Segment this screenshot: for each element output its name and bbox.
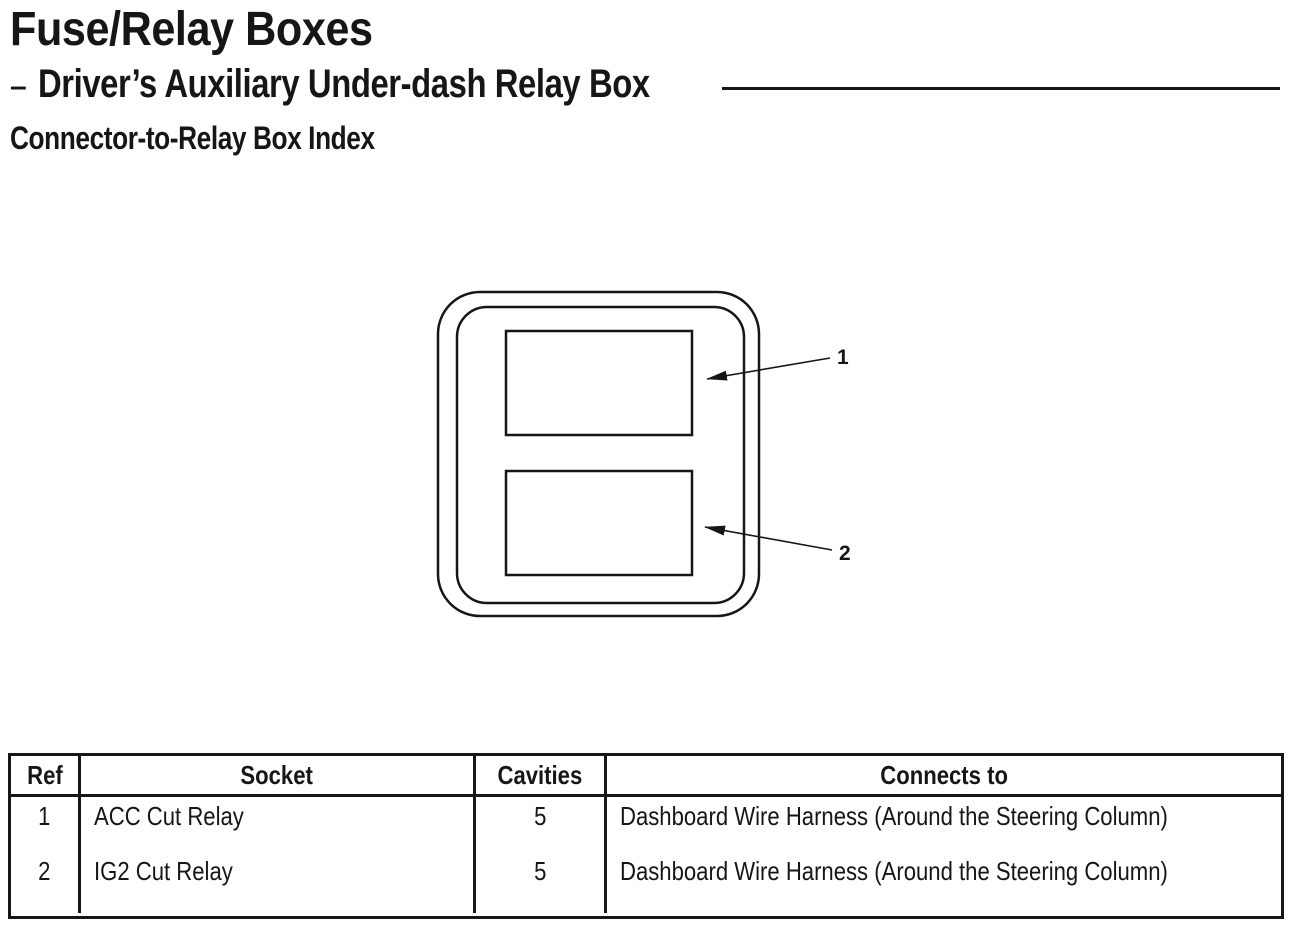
relay-socket-1 bbox=[504, 329, 694, 437]
callout-label-1: 1 bbox=[837, 346, 849, 369]
page-title: Fuse/Relay Boxes bbox=[10, 3, 373, 56]
section-subtitle: Driver’s Auxiliary Under-dash Relay Box bbox=[38, 62, 650, 106]
table-cell-socket: IG2 Cut Relay bbox=[94, 856, 233, 886]
table-cell-cavities: 5 bbox=[533, 856, 547, 886]
callout-label-2: 2 bbox=[839, 542, 851, 565]
table-column-connects-to: Dashboard Wire Harness (Around the Steer… bbox=[607, 797, 1281, 913]
table-cell-ref: 1 bbox=[38, 801, 51, 831]
table-cell-ref: 2 bbox=[38, 856, 51, 886]
subtitle-rule bbox=[722, 87, 1280, 90]
connector-index-table: Ref Socket Cavities Connects to 1 2 ACC … bbox=[8, 753, 1284, 919]
table-cell-connects-to: Dashboard Wire Harness (Around the Steer… bbox=[620, 801, 1168, 831]
callout-arrow-1 bbox=[706, 357, 831, 381]
table-header-ref: Ref bbox=[11, 756, 81, 794]
table-column-socket: ACC Cut Relay IG2 Cut Relay bbox=[81, 797, 476, 913]
table-cell-cavities: 5 bbox=[533, 801, 547, 831]
table-body: 1 2 ACC Cut Relay IG2 Cut Relay 5 5 Dash… bbox=[11, 797, 1281, 913]
section-heading: Connector-to-Relay Box Index bbox=[10, 120, 375, 156]
table-cell-socket: ACC Cut Relay bbox=[94, 801, 244, 831]
subtitle-dash: – bbox=[10, 70, 27, 103]
table-header-cavities: Cavities bbox=[476, 756, 607, 794]
table-header-row: Ref Socket Cavities Connects to bbox=[11, 756, 1281, 797]
table-column-cavities: 5 5 bbox=[476, 797, 607, 913]
relay-socket-2 bbox=[504, 469, 694, 577]
table-cell-connects-to: Dashboard Wire Harness (Around the Steer… bbox=[620, 856, 1168, 886]
table-column-ref: 1 2 bbox=[11, 797, 81, 913]
relay-box-outer-outline bbox=[436, 290, 761, 618]
table-header-connects-to: Connects to bbox=[880, 759, 1008, 790]
callout-arrow-2 bbox=[704, 525, 833, 551]
relay-box-inner-outline bbox=[455, 305, 746, 605]
table-header-socket: Socket bbox=[81, 756, 476, 794]
